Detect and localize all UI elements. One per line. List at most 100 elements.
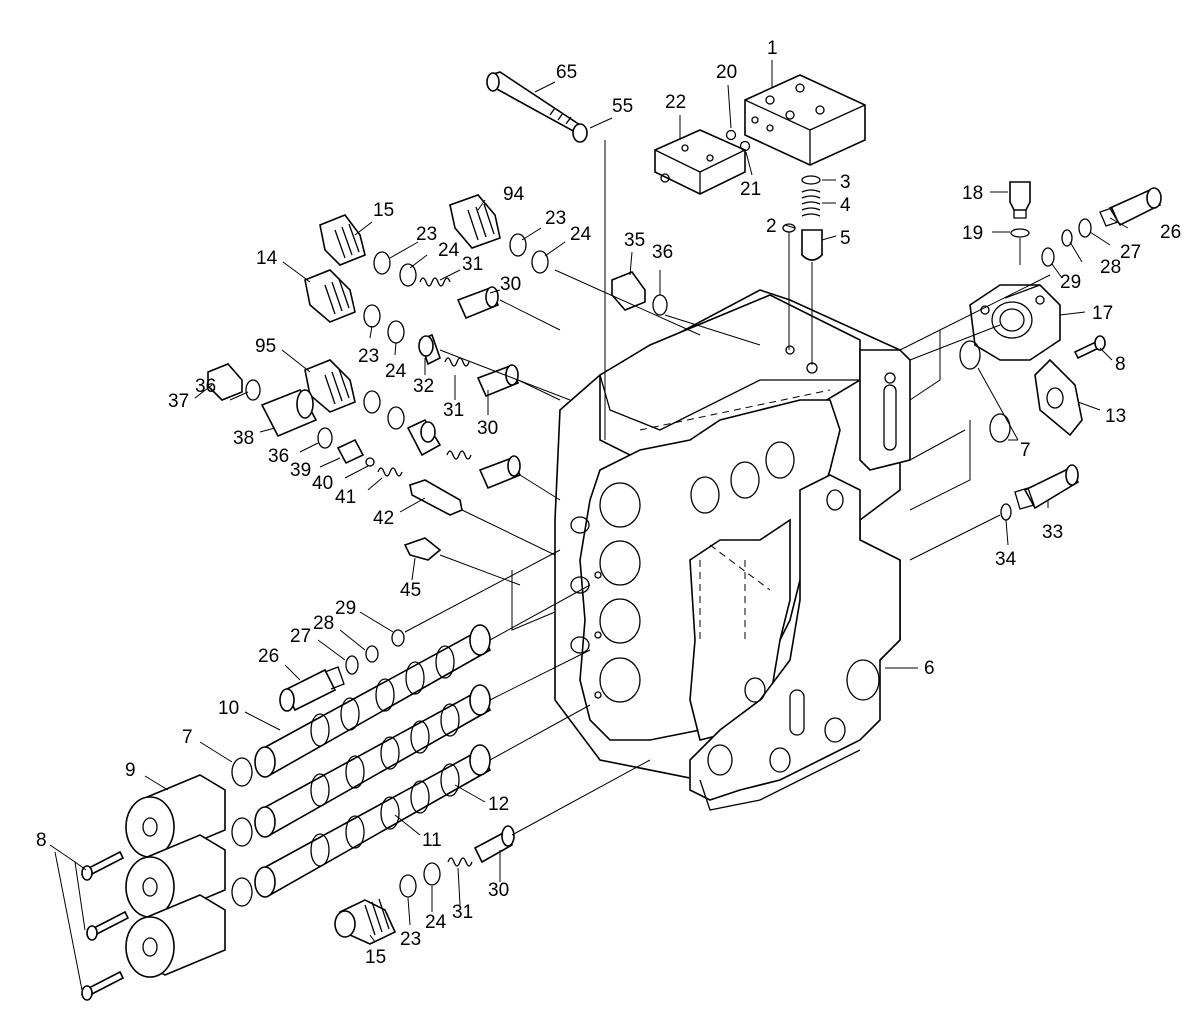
washer-23-c xyxy=(363,304,381,328)
callout-22: 22 xyxy=(665,92,686,113)
o-ring-24-e xyxy=(423,862,441,886)
solenoid-9-upper xyxy=(125,774,226,858)
callout-32: 32 xyxy=(413,376,434,397)
callout-37: 37 xyxy=(168,391,189,412)
washer-28-left xyxy=(365,645,379,663)
callout-45: 45 xyxy=(400,580,421,601)
callout-55: 55 xyxy=(612,96,633,117)
callout-17: 17 xyxy=(1092,303,1113,324)
plug-35 xyxy=(611,271,646,311)
callout-6: 6 xyxy=(924,658,935,679)
bolt-8-right xyxy=(1073,335,1106,360)
block-1 xyxy=(744,74,866,166)
callout-27-right: 27 xyxy=(1120,242,1141,263)
callout-94: 94 xyxy=(503,184,525,205)
callout-31-a: 31 xyxy=(462,254,483,275)
o-ring-29-right xyxy=(1041,247,1055,267)
o-ring-24-c xyxy=(387,320,405,344)
callout-30-a: 30 xyxy=(500,274,521,295)
o-ring-7-c xyxy=(231,877,253,907)
callout-20: 20 xyxy=(716,62,737,83)
callout-40: 40 xyxy=(312,473,333,494)
sleeve-32-b xyxy=(406,418,442,457)
callout-26-right: 26 xyxy=(1160,222,1181,243)
callout-30-lower: 30 xyxy=(488,880,509,901)
o-ring-21 xyxy=(739,140,751,152)
callout-24-b: 24 xyxy=(570,224,592,245)
callout-35: 35 xyxy=(624,230,645,251)
callout-10: 10 xyxy=(218,698,239,719)
o-ring-36-a xyxy=(652,294,668,316)
o-ring-29-left xyxy=(391,629,405,647)
o-ring-7-b xyxy=(231,817,253,847)
ball-40 xyxy=(365,457,375,467)
callout-38: 38 xyxy=(233,428,254,449)
o-ring-34 xyxy=(1000,503,1012,521)
washer-23-b xyxy=(509,233,527,257)
callout-8-left: 8 xyxy=(36,830,47,851)
o-ring-24-d xyxy=(387,406,405,430)
pin-39 xyxy=(336,438,365,465)
callout-24-d: 24 xyxy=(425,912,447,933)
callout-31-c: 31 xyxy=(452,902,473,923)
callout-24-c: 24 xyxy=(385,361,407,382)
o-ring-24-a xyxy=(399,263,417,287)
callout-labels: 65 55 20 1 22 21 3 4 2 5 18 19 26 27 28 … xyxy=(36,38,1181,968)
callout-14: 14 xyxy=(256,248,278,269)
spool-11 xyxy=(254,684,492,838)
callout-7-left: 7 xyxy=(182,727,193,748)
o-ring-36-c xyxy=(317,427,333,449)
plug-15-bottom xyxy=(334,898,397,945)
o-ring-24-b xyxy=(531,250,549,274)
sleeve-32 xyxy=(418,333,441,366)
callout-7-right: 7 xyxy=(1020,440,1031,461)
callout-12: 12 xyxy=(488,794,509,815)
callout-5: 5 xyxy=(840,228,851,249)
washer-28-right xyxy=(1061,229,1073,247)
valve-26-right xyxy=(1099,187,1162,227)
callout-36-a: 36 xyxy=(652,242,673,263)
callout-33: 33 xyxy=(1042,522,1063,543)
spring-31-d xyxy=(447,857,473,867)
spring-31-b xyxy=(444,357,470,367)
callout-18: 18 xyxy=(962,183,983,204)
callout-42: 42 xyxy=(373,508,394,529)
callout-29-right: 29 xyxy=(1060,272,1081,293)
leader-lines xyxy=(49,60,1129,991)
callout-19: 19 xyxy=(962,223,983,244)
piston-30-b xyxy=(476,364,520,398)
callout-21: 21 xyxy=(740,179,761,200)
o-ring-36-b xyxy=(245,379,261,401)
o-ring-19 xyxy=(1010,228,1030,238)
spring-31-a xyxy=(419,277,451,287)
solenoid-9-lower xyxy=(125,894,226,978)
callout-23-a: 23 xyxy=(416,224,437,245)
spring-31-c xyxy=(446,450,472,460)
spool-10 xyxy=(254,624,492,778)
callout-29-left: 29 xyxy=(335,598,356,619)
o-ring-7-a xyxy=(231,757,253,787)
spring-41 xyxy=(377,467,403,477)
washer-23-d xyxy=(363,390,381,414)
callout-13: 13 xyxy=(1105,406,1126,427)
callout-24-a: 24 xyxy=(438,240,460,261)
callout-9: 9 xyxy=(125,760,136,781)
callout-36-b: 36 xyxy=(195,376,216,397)
callout-28-right: 28 xyxy=(1100,257,1121,278)
piston-30-lower xyxy=(473,825,515,864)
plug-37 xyxy=(207,363,243,401)
plug-95 xyxy=(304,359,356,413)
callout-36-c: 36 xyxy=(268,446,289,467)
valve-body xyxy=(554,289,911,811)
callout-41: 41 xyxy=(335,487,356,508)
washer-23-e xyxy=(399,874,417,898)
o-ring-27-right xyxy=(1078,218,1092,238)
callout-28-left: 28 xyxy=(313,613,334,634)
plug-94 xyxy=(449,194,501,249)
plug-15-top xyxy=(319,214,366,266)
callout-23-b: 23 xyxy=(545,208,566,229)
sleeve-38 xyxy=(260,388,318,438)
callout-95: 95 xyxy=(255,336,276,357)
callout-23-c: 23 xyxy=(358,346,379,367)
